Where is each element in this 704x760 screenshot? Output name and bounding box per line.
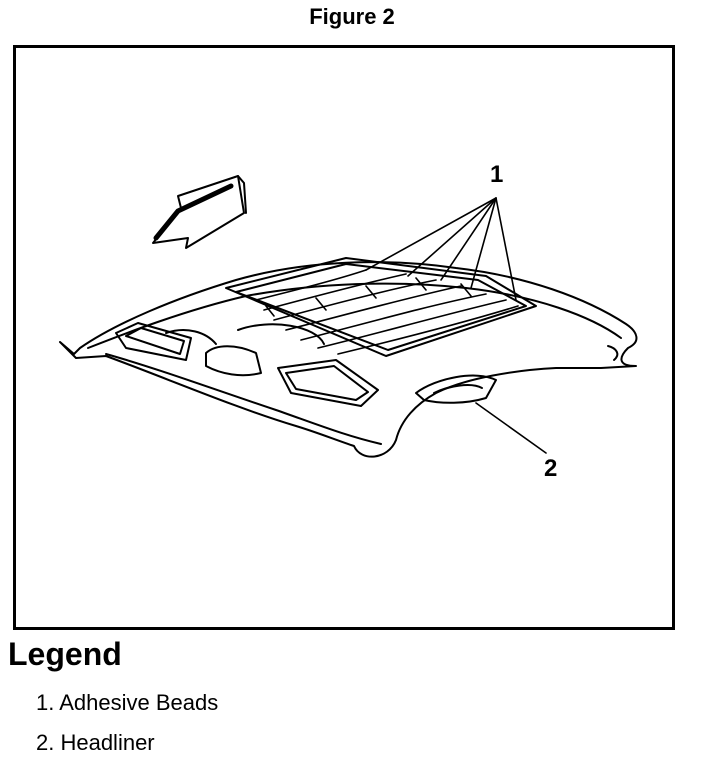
figure-title: Figure 2	[309, 4, 395, 29]
callout-2: 2	[544, 455, 557, 482]
legend-title: Legend	[8, 636, 122, 672]
headliner-outline	[59, 261, 638, 458]
sunroof-opening	[225, 257, 537, 357]
forward-arrow-icon	[152, 175, 247, 249]
legend-item-headliner: 2. Headliner	[36, 730, 155, 755]
legend-item-adhesive-beads: 1. Adhesive Beads	[36, 690, 219, 715]
figure-frame: 1 2	[13, 45, 675, 630]
headliner-diagram: 1 2	[59, 161, 638, 482]
adhesive-beads	[255, 269, 519, 355]
callout-1: 1	[490, 161, 503, 188]
callout-2-leader	[475, 402, 547, 454]
callout-1-leaders	[365, 197, 517, 301]
